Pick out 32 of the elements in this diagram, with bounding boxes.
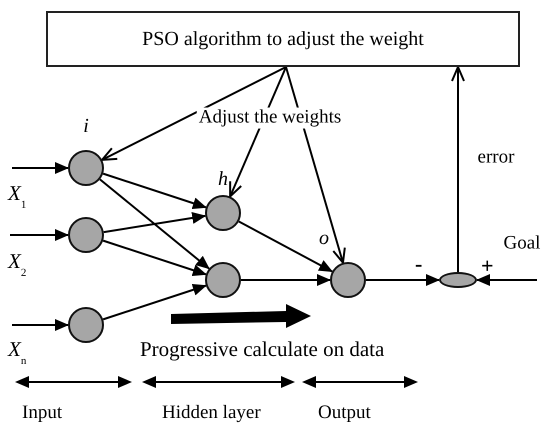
edge-label: Goal bbox=[502, 234, 542, 254]
layer-label: Output bbox=[318, 403, 371, 424]
process-box bbox=[46, 11, 520, 67]
arrow bbox=[285, 66, 346, 264]
arrow bbox=[476, 274, 537, 286]
sign-label: + bbox=[481, 254, 494, 278]
arrow bbox=[451, 66, 465, 272]
input-label: X$_{2}$ bbox=[8, 250, 26, 280]
node-label: h bbox=[218, 169, 228, 189]
edge-label: Adjust the weights bbox=[196, 108, 344, 128]
arrow bbox=[10, 229, 69, 241]
layer-label: Input bbox=[22, 403, 62, 424]
arrow bbox=[12, 162, 69, 174]
arrow bbox=[102, 172, 207, 210]
arrow bbox=[366, 274, 440, 286]
arrow bbox=[241, 274, 331, 286]
arrow bbox=[12, 319, 69, 331]
edge-label: error bbox=[476, 148, 516, 168]
arrow bbox=[101, 66, 286, 161]
input-label: X$_{1}$ bbox=[8, 182, 26, 212]
node-label: o bbox=[319, 228, 329, 248]
layer-label: Hidden layer bbox=[162, 403, 261, 424]
input-label: X$_{n}$ bbox=[8, 338, 26, 368]
arrow bbox=[102, 284, 207, 320]
arrow bbox=[99, 178, 210, 270]
arrow bbox=[102, 240, 207, 276]
box-text: PSO algorithm to adjust the weight bbox=[142, 28, 424, 50]
arrow bbox=[238, 220, 334, 272]
sign-label: - bbox=[415, 252, 422, 276]
node-label: i bbox=[83, 116, 89, 136]
arrow bbox=[104, 212, 206, 234]
caption-text: Progressive calculate on data bbox=[140, 338, 384, 362]
